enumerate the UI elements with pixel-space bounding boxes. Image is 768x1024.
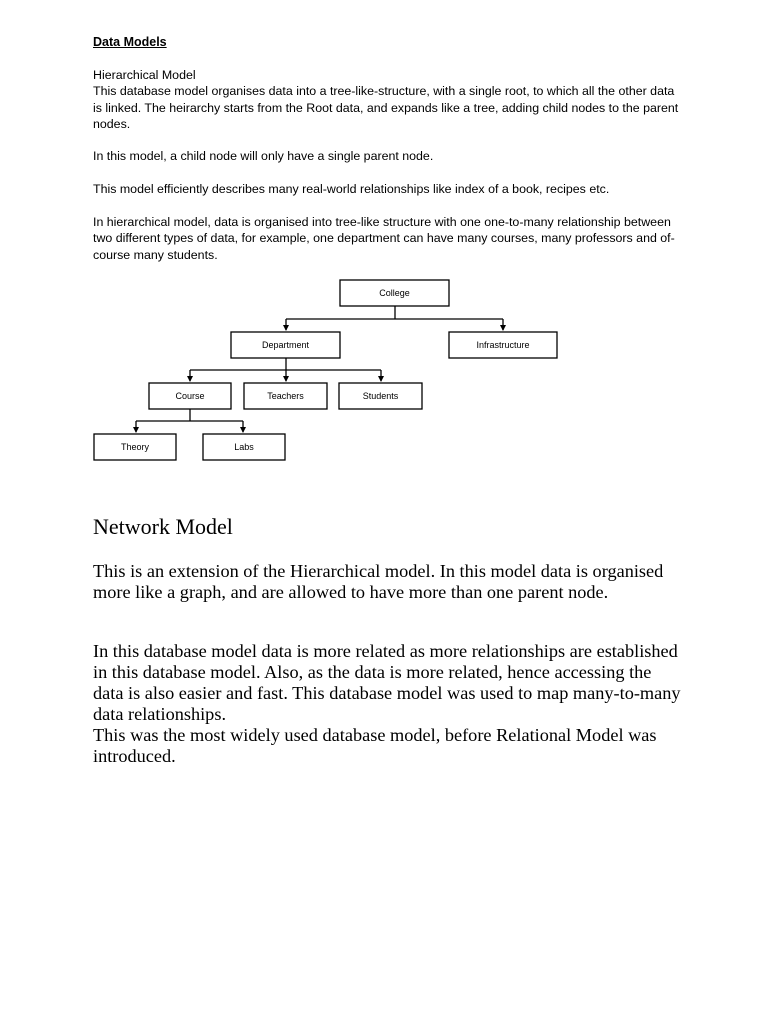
node-students: Students [338, 382, 423, 410]
node-college-label: College [379, 288, 410, 298]
node-labs-label: Labs [234, 442, 254, 452]
hierarchical-paragraph-3: This model efficiently describes many re… [93, 182, 610, 196]
hierarchical-paragraph-4: In hierarchical model, data is organised… [93, 215, 675, 262]
node-college: College [339, 279, 450, 307]
node-department: Department [230, 331, 341, 359]
network-paragraph-1: This is an extension of the Hierarchical… [93, 561, 664, 602]
node-infrastructure: Infrastructure [448, 331, 558, 359]
node-department-label: Department [262, 340, 310, 350]
network-section-body: In this database model data is more rela… [93, 641, 683, 767]
hierarchy-diagram: College Department Infrastructure Course… [93, 279, 558, 461]
hierarchical-paragraph-1: This database model organises data into … [93, 84, 679, 132]
node-theory: Theory [93, 433, 177, 461]
node-labs: Labs [202, 433, 286, 461]
hierarchical-intro: Hierarchical Model This database model o… [93, 67, 683, 133]
network-paragraph-2: In this database model data is more rela… [93, 641, 681, 724]
node-students-label: Students [363, 391, 399, 401]
node-infrastructure-label: Infrastructure [476, 340, 529, 350]
node-course: Course [148, 382, 232, 410]
hierarchical-paragraph-2: In this model, a child node will only ha… [93, 149, 434, 163]
network-paragraph-3: This was the most widely used database m… [93, 725, 657, 766]
diagram-connectors [133, 306, 506, 433]
node-theory-label: Theory [121, 442, 150, 452]
node-course-label: Course [175, 391, 204, 401]
node-teachers: Teachers [243, 382, 328, 410]
network-heading: Network Model [93, 514, 233, 539]
hierarchical-heading: Hierarchical Model [93, 68, 196, 82]
document-title: Data Models [93, 35, 167, 49]
node-teachers-label: Teachers [267, 391, 304, 401]
